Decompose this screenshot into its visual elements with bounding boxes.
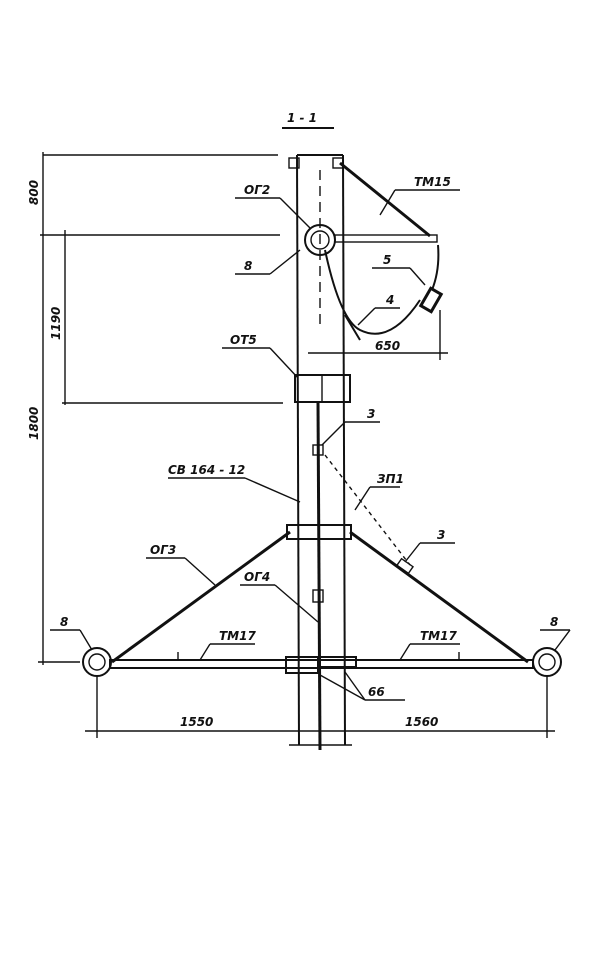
label-8-right: 8 bbox=[550, 615, 558, 629]
section-title: 1 - 1 bbox=[287, 111, 317, 125]
dim-650: 650 bbox=[375, 339, 400, 353]
label-tm15: ТМ15 bbox=[414, 175, 451, 189]
horizontal-dimension bbox=[85, 676, 555, 738]
dim-1560: 1560 bbox=[405, 715, 438, 729]
ground-conductor bbox=[316, 401, 322, 751]
label-ot5: ОТ5 bbox=[230, 333, 257, 347]
label-4: 4 bbox=[385, 293, 394, 307]
dim-800: 800 bbox=[27, 180, 41, 205]
label-sv164-12: СВ 164 - 12 bbox=[168, 463, 245, 477]
label-zp1: ЗП1 bbox=[377, 472, 404, 486]
vertical-dimensions bbox=[38, 152, 283, 665]
label-66: 66 bbox=[368, 685, 385, 699]
label-3-mid: 3 bbox=[437, 528, 445, 542]
label-5: 5 bbox=[383, 253, 391, 267]
dim-1190: 1190 bbox=[49, 307, 63, 340]
top-bracket bbox=[304, 161, 444, 341]
label-tm17-right: ТМ17 bbox=[420, 629, 457, 643]
label-tm17-left: ТМ17 bbox=[219, 629, 256, 643]
lower-crossarm bbox=[82, 647, 562, 677]
label-og3: ОГ3 bbox=[150, 543, 176, 557]
label-8-left: 8 bbox=[60, 615, 68, 629]
label-og4: ОГ4 bbox=[244, 570, 270, 584]
label-og2: ОГ2 bbox=[244, 183, 270, 197]
label-3-top: 3 bbox=[367, 407, 375, 421]
braces bbox=[111, 524, 529, 664]
dim-1800: 1800 bbox=[27, 407, 41, 440]
label-8-top: 8 bbox=[244, 259, 252, 273]
dim-1550: 1550 bbox=[180, 715, 213, 729]
